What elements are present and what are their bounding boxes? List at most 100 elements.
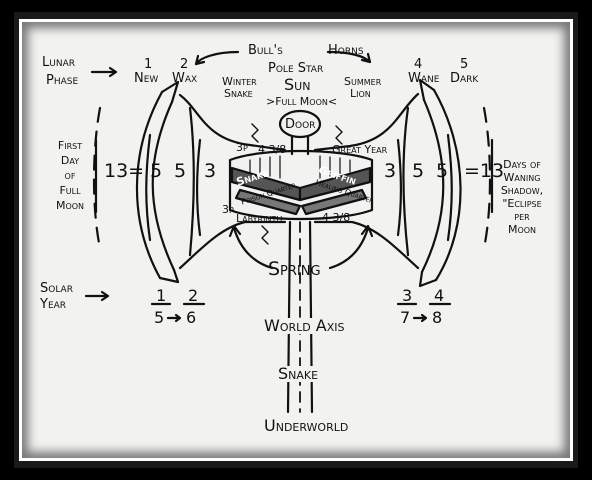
fraction-r2-bottom: 8 — [432, 308, 443, 327]
phase-new-label: New — [134, 71, 159, 86]
spring-arc-left — [232, 226, 274, 270]
fraction-l2-bottom: 6 — [186, 308, 197, 327]
great-year-label: Great Year — [332, 143, 388, 156]
phase-5-number: 5 — [460, 57, 469, 72]
fraction-r1-bottom: 7 — [400, 308, 411, 327]
right-note-line: per — [514, 210, 530, 223]
solar-arrow — [84, 290, 110, 302]
solar-label-2: Year — [40, 297, 67, 312]
spring-arc-right — [328, 226, 370, 270]
right-five-b: 5 — [436, 160, 449, 182]
fraction-r1-top: 3 — [402, 286, 413, 305]
right-blade-inner — [420, 98, 445, 274]
right-five-a: 5 — [412, 160, 425, 182]
door-stem — [290, 135, 310, 156]
griffin-band-2 — [300, 188, 368, 216]
frac-arrow-l — [166, 313, 182, 323]
left-divider-2 — [195, 138, 202, 237]
left-five-b: 5 — [174, 160, 187, 182]
diagram-paper — [22, 22, 570, 458]
left-note-line: Moon — [55, 199, 85, 212]
left-three: 3 — [204, 160, 217, 182]
squiggle-bottom — [261, 225, 269, 245]
squiggle-top — [251, 123, 259, 143]
snake-band-2 — [234, 188, 302, 216]
left-five-a: 5 — [150, 160, 163, 182]
horns-label: Horns — [328, 43, 364, 58]
left-blade-inner — [151, 100, 176, 272]
hub-hatching — [249, 155, 351, 179]
right-blade-bottom-tip — [418, 270, 438, 288]
bulls-label: Bull's — [248, 43, 283, 58]
symbol-left-label: 3p — [236, 141, 248, 154]
left-note-line: First — [57, 139, 83, 152]
left-divider-1 — [145, 133, 152, 242]
right-three: 3 — [384, 160, 397, 182]
lunar-label-2: Phase — [46, 73, 79, 88]
left-note-line: Day — [60, 154, 80, 167]
left-note-line: of — [64, 169, 76, 182]
left-note: First Day of Full Moon — [52, 138, 88, 213]
right-wing-inner — [402, 106, 410, 257]
winter-label: Winter — [222, 75, 257, 88]
left-blade-outer — [135, 90, 164, 280]
sun-label: Sun — [284, 75, 311, 94]
fraction-l1-top: 1 — [156, 286, 167, 305]
left-wing-top — [178, 93, 287, 152]
right-blade-top-tip — [418, 78, 436, 102]
spring-label: Spring — [268, 258, 321, 280]
left-thirteen: 13= — [104, 160, 145, 182]
pole-star-label: Pole Star — [268, 61, 324, 76]
symbol-lower-left-label: 3p — [222, 203, 234, 216]
frac-arrow-r — [412, 313, 428, 323]
left-wing-inner — [188, 106, 195, 257]
fraction-l2-top: 2 — [188, 286, 199, 305]
squiggle-right — [335, 125, 343, 145]
fraction-l1-bottom: 5 — [154, 308, 165, 327]
left-bracket — [92, 106, 102, 250]
lunar-label-1: Lunar — [42, 55, 75, 70]
phase-2-number: 2 — [180, 57, 189, 72]
labyrinth-label: Labyrinth — [236, 212, 283, 225]
right-note-line: "Eclipse — [502, 197, 542, 210]
spring-arc-right-head — [360, 224, 374, 238]
right-divider-2 — [396, 138, 403, 237]
right-note-line: Waning — [503, 171, 541, 184]
right-thirteen: =13 — [464, 160, 505, 182]
hub-outline — [228, 149, 374, 221]
door-circle — [278, 109, 322, 139]
full-moon-label: >Full Moon< — [266, 95, 338, 108]
phase-dark-label: Dark — [450, 71, 479, 86]
door-label: Door — [285, 117, 316, 132]
spring-arc-left-head — [228, 224, 242, 238]
right-wing-top — [313, 92, 420, 152]
left-blade-top-tip — [160, 80, 180, 104]
right-note-line: Shadow, — [500, 184, 544, 197]
world-axis-label: World Axis — [262, 316, 347, 335]
right-blade-outer — [432, 88, 462, 282]
right-wing-bottom — [313, 220, 420, 270]
griffin-band — [298, 166, 372, 202]
axis-snake-label: Snake — [276, 364, 321, 383]
left-note-line: Full — [59, 184, 81, 197]
phase-4-number: 4 — [414, 57, 423, 72]
phase-wane-label: Wane — [408, 71, 440, 86]
summer-lion-label: Lion — [350, 87, 371, 100]
fraction-r2-top: 4 — [434, 286, 445, 305]
left-wing-bottom — [178, 220, 287, 270]
phase-wax-label: Wax — [172, 71, 198, 86]
underworld-label: Underworld — [262, 416, 351, 435]
fraction-bottom-label: 4 3/8 — [322, 211, 351, 224]
lunar-arrow — [90, 66, 118, 78]
right-note-line: Days of — [503, 158, 541, 171]
right-divider-1 — [446, 133, 453, 242]
left-blade-bottom-tip — [158, 268, 180, 284]
right-note-line: Moon — [507, 223, 537, 236]
right-note: Days of Waning Shadow, "Eclipse per Moon — [494, 158, 550, 236]
right-bracket — [482, 106, 492, 250]
winter-snake-label: Snake — [224, 87, 253, 100]
fraction-top-label: 4 3/8 — [258, 143, 287, 156]
phase-1-number: 1 — [144, 57, 153, 72]
summer-label: Summer — [344, 75, 382, 88]
solar-label-1: Solar — [40, 281, 73, 296]
